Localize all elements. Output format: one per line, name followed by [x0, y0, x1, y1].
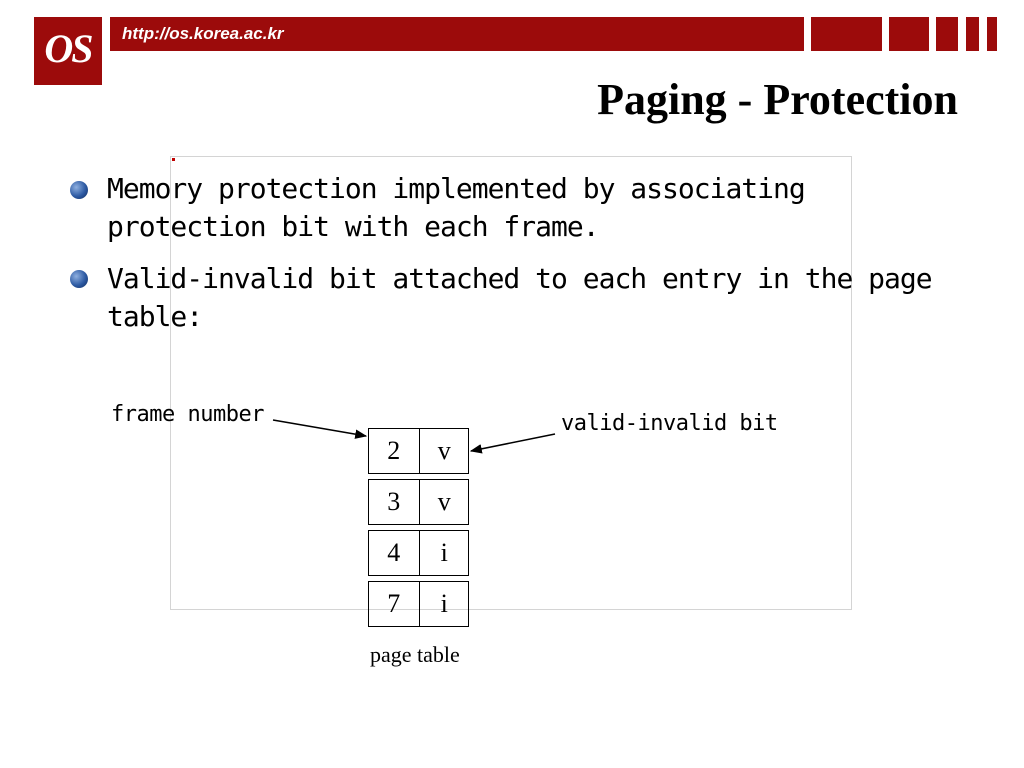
header-bar: http://os.korea.ac.kr — [110, 17, 804, 51]
bullet-text-2: Valid-invalid bit attached to each entry… — [107, 262, 933, 333]
page-table-row: 7 i — [368, 581, 469, 627]
bullet-icon — [70, 270, 88, 288]
page-table-row: 4 i — [368, 530, 469, 576]
frame-corner-mark — [172, 158, 175, 161]
bit-cell: i — [418, 582, 470, 626]
page-table-caption: page table — [370, 642, 460, 667]
valid-invalid-arrow — [469, 433, 556, 454]
site-url: http://os.korea.ac.kr — [122, 24, 284, 43]
bullet-text-1: Memory protection implemented by associa… — [107, 172, 806, 243]
bit-cell: v — [418, 429, 470, 473]
frame-number-label: frame number — [111, 402, 264, 427]
frame-cell: 3 — [387, 487, 401, 516]
page-table-row: 2 v — [368, 428, 469, 474]
frame-cell: 4 — [387, 538, 401, 567]
frame-cell: 7 — [387, 589, 401, 618]
bit-cell: i — [418, 531, 470, 575]
os-logo: OS — [34, 17, 102, 85]
valid-invalid-bit-label: valid-invalid bit — [561, 411, 778, 436]
header-block-5 — [987, 17, 997, 51]
bullet-icon — [70, 181, 88, 199]
header-block-3 — [936, 17, 958, 51]
embedded-object-frame — [170, 156, 852, 610]
page-table-row: 3 v — [368, 479, 469, 525]
slide-title: Paging - Protection — [597, 75, 958, 124]
frame-cell: 2 — [387, 436, 401, 465]
header-block-2 — [889, 17, 929, 51]
frame-number-arrow — [272, 419, 368, 439]
header-block-1 — [811, 17, 882, 51]
header-block-4 — [966, 17, 979, 51]
logo-text: OS — [44, 26, 93, 71]
bit-cell: v — [418, 480, 470, 524]
